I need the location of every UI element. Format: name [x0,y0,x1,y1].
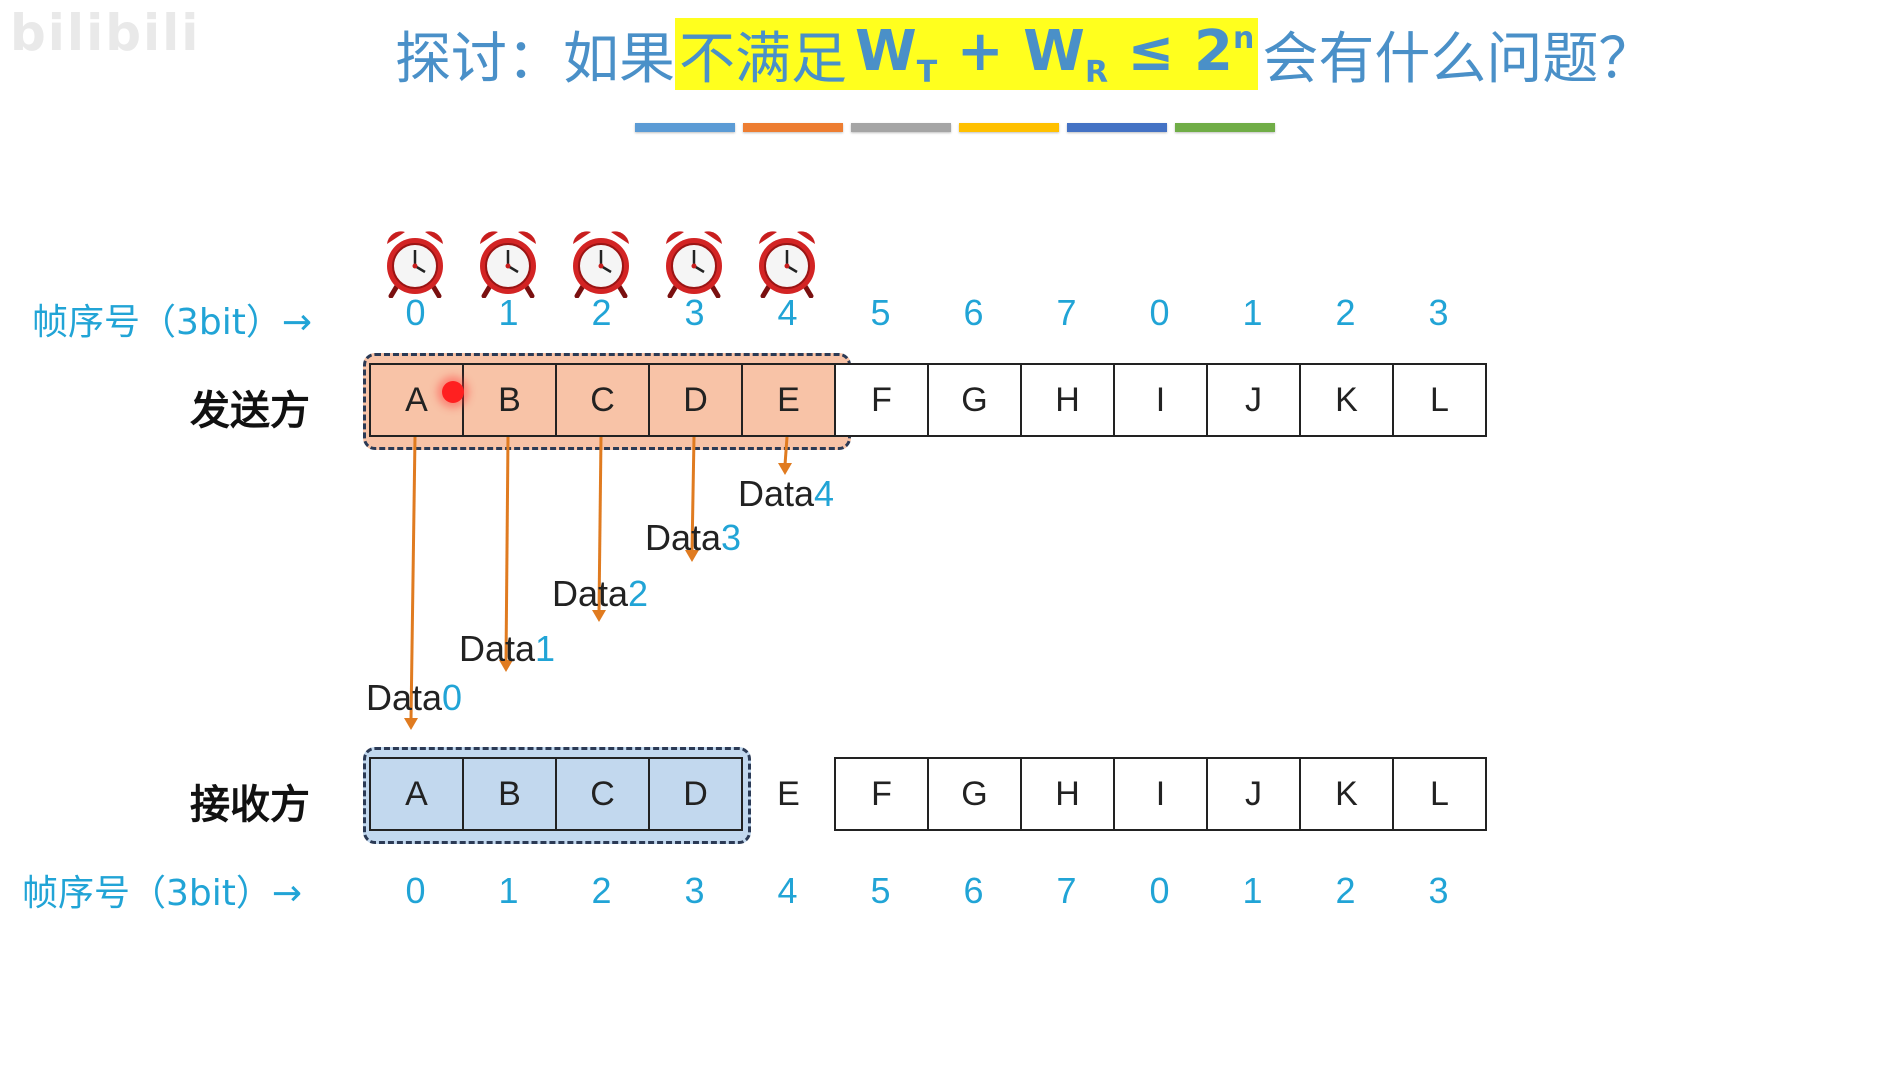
color-stripe [1067,123,1167,132]
transmission-arrow [597,436,603,613]
receiver-frame-cell: K [1299,757,1394,831]
receiver-label: 接收方 [190,782,310,828]
transmission-arrow [783,436,789,466]
receiver-frame-cell: D [648,757,743,831]
receiver-frame-cell: I [1113,757,1208,831]
sender-seq-number: 2 [1335,292,1356,333]
sender-seq-number: 1 [1242,292,1263,333]
receiver-frame-cell: L [1392,757,1487,831]
sender-frame-cell: L [1392,363,1487,437]
formula-w2: W [1023,18,1085,84]
receiver-seq-number: 1 [498,870,519,911]
sender-frame-cell: E [741,363,836,437]
sender-seq-number: 0 [405,292,426,333]
alarm-clock-icon [569,226,633,299]
arrow-head [778,463,792,475]
transmission-arrow [409,436,417,721]
color-stripe [1175,123,1275,132]
receiver-seq-number: 0 [1149,870,1170,911]
color-stripe-bar [635,123,1275,132]
sender-frame-cell: B [462,363,557,437]
receiver-seq-number: 1 [1242,870,1263,911]
receiver-seq-number: 2 [591,870,612,911]
receiver-seq-number: 2 [1335,870,1356,911]
alarm-clock-icon [755,226,819,299]
sender-seq-number: 7 [1056,292,1077,333]
alarm-clock-icon [383,226,447,299]
receiver-frame-cell: F [834,757,929,831]
receiver-seq-number: 7 [1056,870,1077,911]
title-prefix: 探讨：如果 [395,26,675,92]
sender-seq-number: 1 [498,292,519,333]
receiver-frame-cell: J [1206,757,1301,831]
sender-frame-cell: K [1299,363,1394,437]
receiver-seq-number: 0 [405,870,426,911]
receiver-seq-label: 帧序号（3bit）→ [22,873,303,914]
title-highlight: 不满足 WT + WR ≤ 2n [675,18,1259,92]
arrow-head [499,660,513,672]
window-formula: WT + WR ≤ 2n [855,19,1254,90]
receiver-seq-number: 4 [777,870,798,911]
formula-plus: + [937,18,1024,84]
sender-frame-cell: D [648,363,743,437]
receiver-frame-cell: E [777,774,800,813]
formula-le: ≤ 2 [1108,18,1233,84]
sender-frame-cell: C [555,363,650,437]
alarm-clock-icon [476,226,540,299]
receiver-frame-cell: C [555,757,650,831]
sender-seq-number: 4 [777,292,798,333]
color-stripe [743,123,843,132]
title-suffix: 会有什么问题？ [1262,26,1655,92]
formula-sup-n: n [1232,20,1255,56]
receiver-seq-number: 5 [870,870,891,911]
arrow-head [592,610,606,622]
laser-pointer [442,381,464,403]
arrow-head [685,550,699,562]
sender-seq-number: 5 [870,292,891,333]
transmission-arrow [504,436,510,663]
receiver-seq-number: 6 [963,870,984,911]
sender-seq-number: 6 [963,292,984,333]
alarm-clock-icon [662,226,726,299]
sender-seq-number: 0 [1149,292,1170,333]
sender-frame-cell: G [927,363,1022,437]
data-frame-label: Data4 [738,473,835,514]
sender-seq-label: 帧序号（3bit）→ [32,302,313,343]
receiver-frame-cell: H [1020,757,1115,831]
color-stripe [959,123,1059,132]
sender-seq-number: 3 [684,292,705,333]
color-stripe [851,123,951,132]
title-highlight-text: 不满足 [679,26,847,92]
formula-sub-r: R [1084,54,1109,90]
receiver-seq-number: 3 [684,870,705,911]
data-frame-label: Data3 [645,517,742,558]
receiver-frame-cell: A [369,757,464,831]
receiver-frame-cell: B [462,757,557,831]
bilibili-watermark: bilibili [10,4,201,62]
sender-seq-number: 3 [1428,292,1449,333]
formula-w1: W [855,18,917,84]
data-frame-label: Data1 [459,628,556,669]
sender-frame-cell: I [1113,363,1208,437]
data-frame-label: Data2 [552,573,649,614]
sender-label: 发送方 [190,388,310,434]
receiver-seq-number: 3 [1428,870,1449,911]
receiver-frame-cell: G [927,757,1022,831]
arrow-head [404,718,418,730]
sender-seq-number: 2 [591,292,612,333]
formula-sub-t: T [916,54,938,90]
data-frame-label: Data0 [366,677,463,718]
color-stripe [635,123,735,132]
page-title: 探讨：如果 不满足 WT + WR ≤ 2n 会有什么问题？ [395,14,1654,94]
sender-frame-cell: F [834,363,929,437]
transmission-arrow [690,436,696,553]
